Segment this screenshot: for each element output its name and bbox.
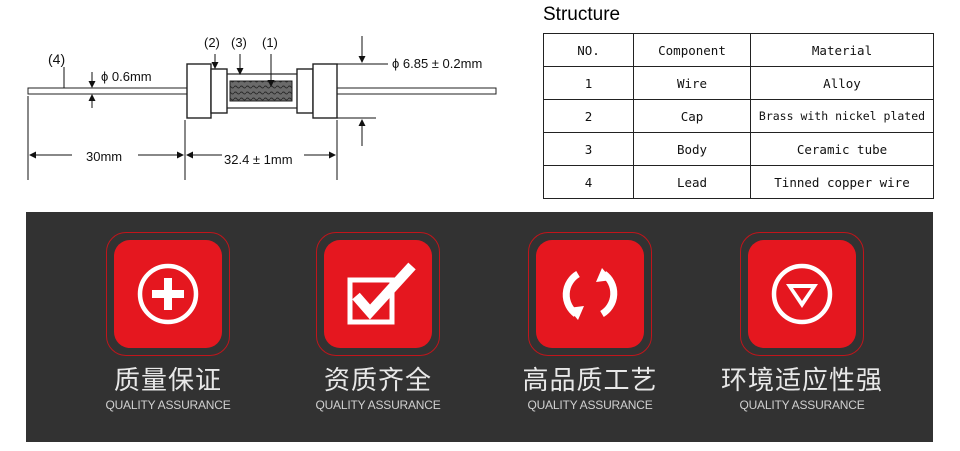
header-no: NO. bbox=[543, 33, 634, 67]
feature-title-cn: 高品质工艺 bbox=[522, 366, 658, 396]
cap-right-outer bbox=[312, 63, 338, 119]
lead-left bbox=[27, 87, 189, 95]
header-material: Material bbox=[750, 33, 934, 67]
icon-frame bbox=[528, 232, 652, 356]
feature-title-cn: 质量保证 bbox=[113, 366, 222, 396]
cap-left-inner bbox=[210, 68, 228, 114]
feature-qualifications: 资质齐全 QUALITY ASSURANCE bbox=[288, 232, 468, 412]
structure-table: NO. Component Material 1 Wire Alloy 2 Ca… bbox=[543, 33, 934, 199]
cell-no: 1 bbox=[543, 66, 634, 100]
feature-subtitle-en: QUALITY ASSURANCE bbox=[527, 398, 653, 412]
cell-component: Cap bbox=[633, 99, 751, 133]
wire-winding bbox=[229, 80, 293, 102]
feature-quality-assurance: 质量保证 QUALITY ASSURANCE bbox=[78, 232, 258, 412]
structure-title: Structure bbox=[543, 4, 621, 25]
icon-frame bbox=[106, 232, 230, 356]
feature-band: 质量保证 QUALITY ASSURANCE 资质齐全 QUALITY ASSU… bbox=[26, 212, 933, 442]
cell-material: Ceramic tube bbox=[750, 132, 934, 166]
feature-adaptability: 环境适应性强 QUALITY ASSURANCE bbox=[712, 232, 892, 412]
plus-circle-icon bbox=[114, 240, 222, 348]
part-label-3: (3) bbox=[231, 35, 247, 50]
part-label-1: (1) bbox=[262, 35, 278, 50]
table-row: 2 Cap Brass with nickel plated bbox=[543, 99, 934, 133]
part-label-2: (2) bbox=[204, 35, 220, 50]
cap-right-inner bbox=[296, 68, 314, 114]
cell-no: 2 bbox=[543, 99, 634, 133]
cell-material: Brass with nickel plated bbox=[750, 99, 934, 133]
wire-diameter-label: ϕ 0.6mm bbox=[101, 69, 152, 84]
cell-no: 3 bbox=[543, 132, 634, 166]
chevron-down-circle-icon bbox=[748, 240, 856, 348]
feature-title-cn: 资质齐全 bbox=[323, 366, 432, 396]
feature-subtitle-en: QUALITY ASSURANCE bbox=[739, 398, 865, 412]
cap-left-outer bbox=[186, 63, 212, 119]
lead-length-label: 30mm bbox=[86, 149, 123, 164]
lead-right bbox=[333, 87, 497, 95]
feature-craftsmanship: 高品质工艺 QUALITY ASSURANCE bbox=[500, 232, 680, 412]
resistor-diagram: (4) (2) (3) (1) ϕ 0.6mm ϕ 6.85 ± 0.2mm 3… bbox=[0, 0, 540, 200]
table-row: 1 Wire Alloy bbox=[543, 66, 934, 100]
cell-material: Alloy bbox=[750, 66, 934, 100]
table-header-row: NO. Component Material bbox=[543, 33, 934, 67]
header-component: Component bbox=[633, 33, 751, 67]
resistor-drawing bbox=[27, 36, 497, 180]
table-row: 3 Body Ceramic tube bbox=[543, 132, 934, 166]
table-row: 4 Lead Tinned copper wire bbox=[543, 165, 934, 199]
feature-title-cn: 环境适应性强 bbox=[720, 366, 883, 396]
refresh-arrows-icon bbox=[536, 240, 644, 348]
feature-subtitle-en: QUALITY ASSURANCE bbox=[105, 398, 231, 412]
cell-component: Wire bbox=[633, 66, 751, 100]
checkbox-icon bbox=[324, 240, 432, 348]
cell-component: Body bbox=[633, 132, 751, 166]
body-length-label: 32.4 ± 1mm bbox=[224, 152, 293, 167]
part-label-4: (4) bbox=[48, 51, 66, 67]
cell-material: Tinned copper wire bbox=[750, 165, 934, 199]
cell-component: Lead bbox=[633, 165, 751, 199]
icon-frame bbox=[740, 232, 864, 356]
cell-no: 4 bbox=[543, 165, 634, 199]
feature-subtitle-en: QUALITY ASSURANCE bbox=[315, 398, 441, 412]
icon-frame bbox=[316, 232, 440, 356]
body-diameter-label: ϕ 6.85 ± 0.2mm bbox=[392, 56, 483, 71]
